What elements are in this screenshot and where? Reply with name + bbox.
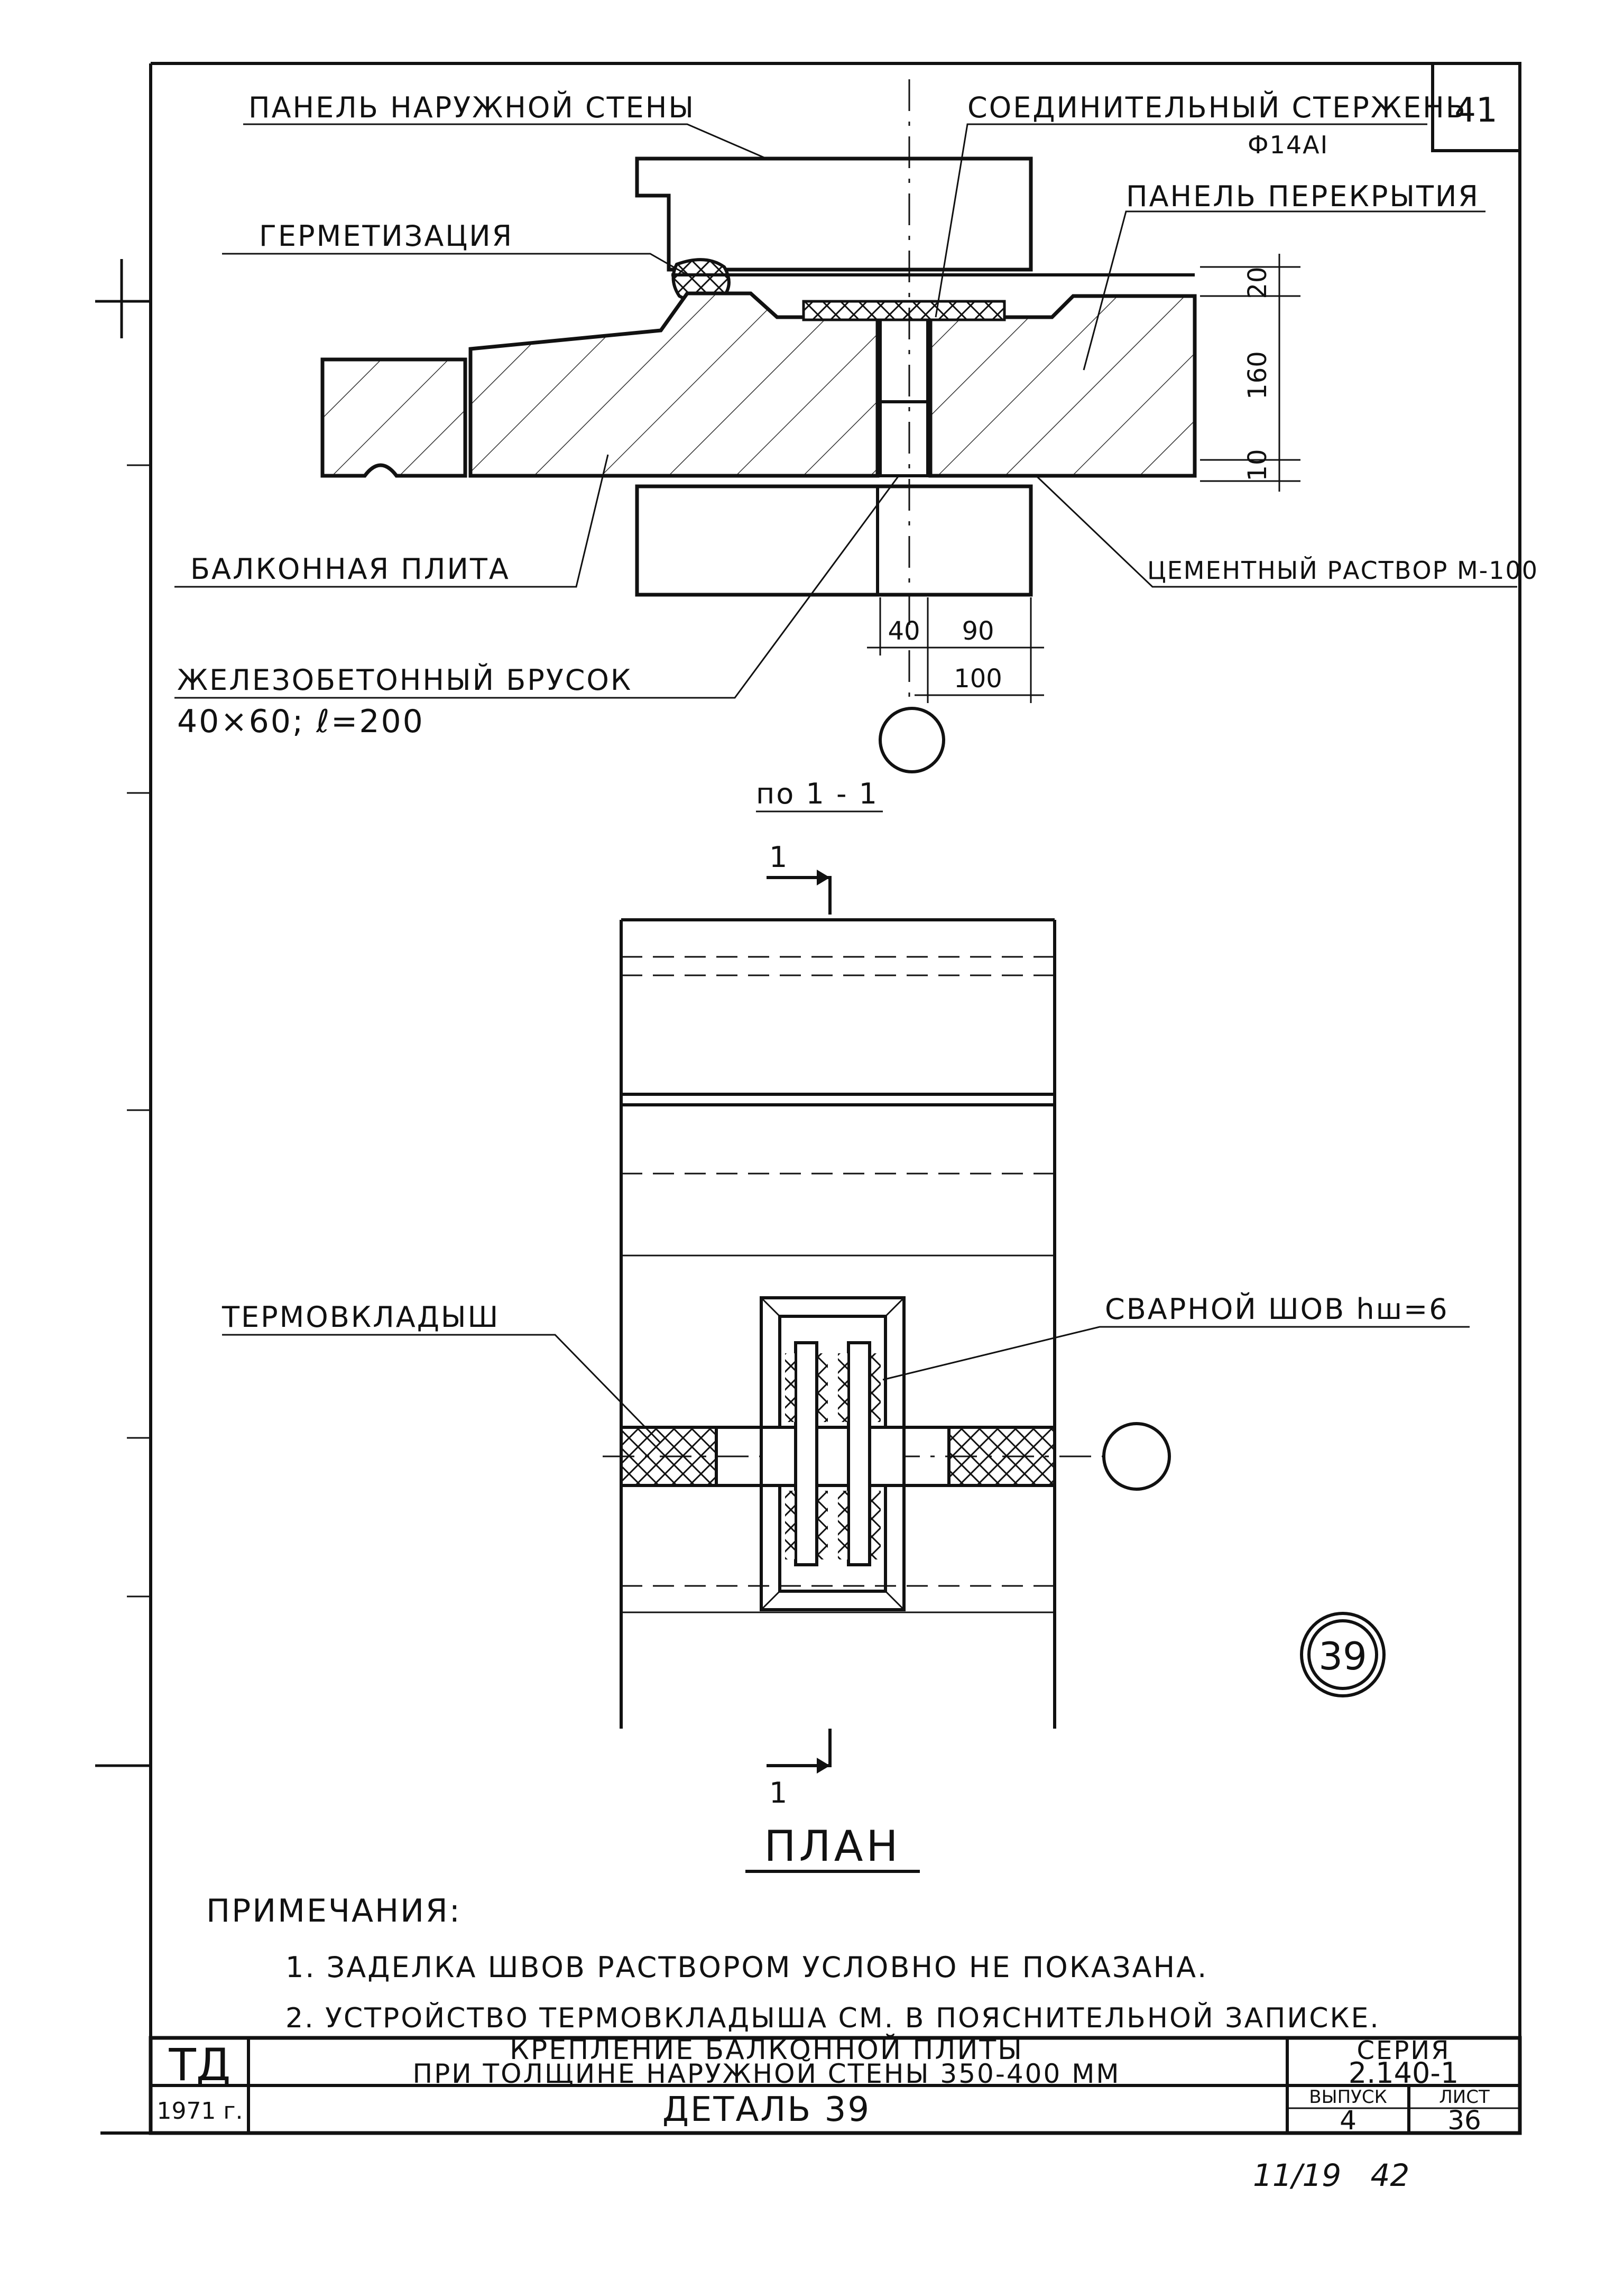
issue-value: 4 bbox=[1340, 2105, 1357, 2136]
dim-10: 10 bbox=[1243, 449, 1272, 481]
rod-right bbox=[847, 1341, 871, 1566]
weld-left-mid bbox=[818, 1353, 828, 1422]
label-wall-panel: ПАНЕЛЬ НАРУЖНОЙ СТЕНЫ bbox=[248, 91, 695, 124]
plan-title: ПЛАН bbox=[764, 1822, 901, 1871]
dim-40: 40 bbox=[888, 616, 920, 646]
cut-mark-bottom: 1 bbox=[767, 1729, 832, 1810]
issue-label: ВЫПУСК bbox=[1309, 2087, 1387, 2108]
label-cement-mortar: ЦЕМЕНТНЫЙ РАСТВОР М-100 bbox=[1147, 556, 1538, 585]
detail-number-badge: 39 bbox=[1300, 1612, 1386, 1697]
label-floor-panel: ПАНЕЛЬ ПЕРЕКРЫТИЯ bbox=[1126, 180, 1480, 213]
org-code: ТД bbox=[169, 2039, 231, 2091]
weld-left-bot bbox=[785, 1491, 795, 1559]
plan-panels bbox=[620, 918, 1056, 1729]
dim-100: 100 bbox=[954, 664, 1002, 694]
plan-drawing: по 1 - 1 1 1 bbox=[222, 777, 1470, 1873]
label-concrete-bar-size: 40×60; ℓ=200 bbox=[177, 703, 425, 740]
weld-right-mid bbox=[871, 1353, 881, 1422]
series-label: СЕРИЯ bbox=[1357, 2036, 1450, 2065]
wall-panel-upper bbox=[635, 156, 1033, 272]
sheet-label: ЛИСТ bbox=[1439, 2087, 1490, 2108]
axis-circle-plan bbox=[1102, 1422, 1171, 1491]
sheet-number: 41 bbox=[1454, 91, 1497, 130]
series-value: 2.140-1 bbox=[1349, 2056, 1459, 2090]
balcony-slab-main bbox=[468, 291, 880, 478]
label-balcony-slab: БАЛКОННАЯ ПЛИТА bbox=[190, 552, 510, 586]
title-line-1: КРЕПЛЕНИЕ БАЛКОННОЙ ПЛИТЫ bbox=[510, 2034, 1023, 2066]
title-block: ТД КРЕПЛЕНИЕ БАЛКОННОЙ ПЛИТЫ ПРИ ТОЛЩИНЕ… bbox=[149, 2034, 1522, 2136]
label-concrete-bar: ЖЕЛЕЗОБЕТОННЫЙ БРУСОК bbox=[177, 663, 632, 697]
embedded-plate bbox=[760, 1296, 906, 1611]
dim-90: 90 bbox=[962, 616, 994, 646]
vertical-dimensions: 20 160 10 bbox=[1200, 254, 1300, 492]
weld-left-bot2 bbox=[818, 1491, 828, 1559]
title-line-2: ПРИ ТОЛЩИНЕ НАРУЖНОЙ СТЕНЫ 350-400 ММ bbox=[413, 2058, 1121, 2089]
label-weld: СВАРНОЙ ШОВ hш=6 bbox=[1105, 1293, 1449, 1326]
wall-panel-lower bbox=[635, 484, 1033, 597]
dim-20: 20 bbox=[1243, 266, 1272, 299]
concrete-bar bbox=[879, 400, 929, 477]
note-1: 1. ЗАДЕЛКА ШВОВ РАСТВОРОМ УСЛОВНО НЕ ПОК… bbox=[285, 1951, 1208, 1984]
axis-circle-top bbox=[879, 707, 945, 773]
cut-mark-bottom-label: 1 bbox=[769, 1776, 789, 1810]
cut-mark-top-label: 1 bbox=[769, 841, 789, 874]
notes-heading: ПРИМЕЧАНИЯ: bbox=[206, 1893, 462, 1930]
rod-left bbox=[794, 1341, 818, 1566]
weld-right-bot bbox=[838, 1491, 847, 1559]
dim-160: 160 bbox=[1243, 351, 1272, 400]
sheet-value: 36 bbox=[1447, 2105, 1481, 2136]
horizontal-dimensions: 40 90 100 bbox=[867, 597, 1044, 703]
label-connecting-rod: СОЕДИНИТЕЛЬНЫЙ СТЕРЖЕНЬ bbox=[967, 91, 1467, 124]
balcony-slab bbox=[320, 357, 467, 478]
sheet-number-box: 41 bbox=[1431, 62, 1521, 152]
section-reference: по 1 - 1 bbox=[756, 777, 879, 810]
label-thermal-insert: ТЕРМОВКЛАДЫШ bbox=[222, 1300, 500, 1334]
label-sealing: ГЕРМЕТИЗАЦИЯ bbox=[259, 219, 513, 253]
weld-right-bot2 bbox=[871, 1491, 881, 1559]
section-leaders bbox=[174, 123, 1517, 699]
weld-left-top bbox=[785, 1353, 795, 1422]
floor-panel bbox=[928, 294, 1197, 478]
year: 1971 г. bbox=[156, 2098, 243, 2125]
detail-name: ДЕТАЛЬ 39 bbox=[662, 2090, 871, 2129]
weld-right-top bbox=[838, 1353, 847, 1422]
notes: ПРИМЕЧАНИЯ: 1. ЗАДЕЛКА ШВОВ РАСТВОРОМ УС… bbox=[206, 1893, 1380, 2034]
handwritten-note: 11/19 42 bbox=[1253, 2157, 1409, 2193]
detail-number: 39 bbox=[1318, 1634, 1367, 1678]
label-rod-size: Ф14АI bbox=[1248, 131, 1328, 159]
cut-mark-top: 1 bbox=[767, 841, 832, 915]
weld-plate bbox=[802, 300, 1006, 321]
note-2: 2. УСТРОЙСТВО ТЕРМОВКЛАДЫША СМ. В ПОЯСНИ… bbox=[285, 2002, 1380, 2034]
section-drawing: 20 160 10 40 90 100 ПАНЕЛЬ Н bbox=[174, 79, 1538, 773]
